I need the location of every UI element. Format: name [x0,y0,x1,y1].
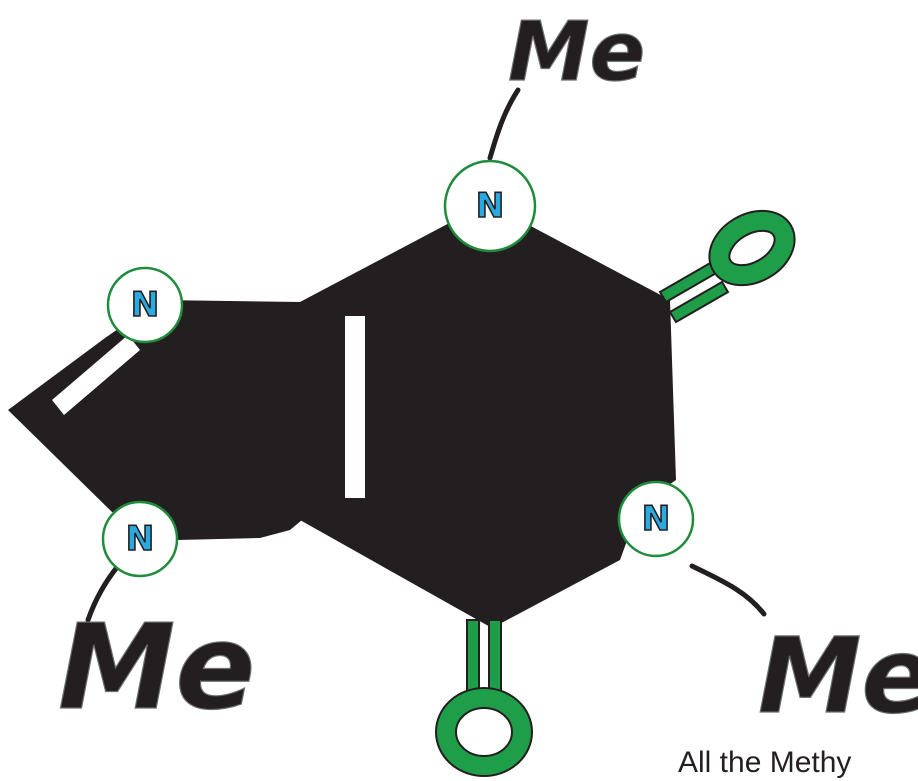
methyl-label-right: Me [758,615,918,737]
carbonyl-bottom-bond-a [466,619,480,693]
nitrogen-label: N [126,519,154,559]
nitrogen-label: N [642,499,670,539]
imidazole-double-bond-mark [52,335,140,415]
nitrogen-label: N [131,285,159,325]
ring-double-bond-mark [345,316,365,498]
nitrogen-atom-left-upper: N [106,266,184,344]
six-membered-ring [300,215,676,628]
carbonyl-bottom-bond-b [488,619,502,693]
oxygen-top-right [708,209,796,287]
five-membered-ring [8,300,302,540]
methyl-label-top: Me [508,5,645,100]
bond-right-methyl [689,563,767,617]
carbonyl-top-right-bond-b [668,280,730,324]
nitrogen-atom-top: N [443,159,537,253]
oxygen-bottom [435,687,533,777]
nitrogen-atom-left-lower: N [101,500,179,578]
bond-left-methyl [85,563,121,623]
caption-text: All the Methy [678,746,852,779]
bond-top-methyl [487,87,521,161]
nitrogen-label: N [476,186,504,226]
nitrogen-atom-right: N [617,480,695,558]
methyl-label-left: Me [58,598,255,736]
